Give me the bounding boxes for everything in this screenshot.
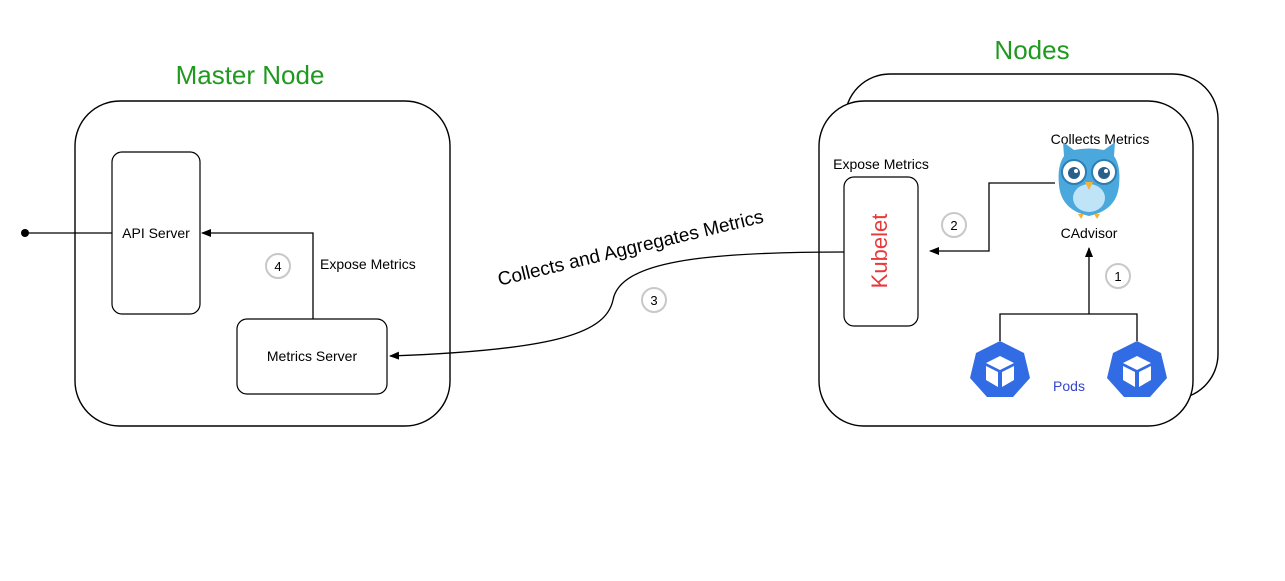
step-2-badge: 2 bbox=[941, 212, 967, 238]
step-2-number: 2 bbox=[950, 218, 957, 233]
step-1-badge: 1 bbox=[1105, 263, 1131, 289]
metrics-server-box[interactable] bbox=[236, 318, 388, 395]
api-server-box[interactable] bbox=[111, 151, 201, 315]
master-expose-metrics-label: Expose Metrics bbox=[320, 256, 416, 272]
pods-label: Pods bbox=[1053, 378, 1085, 394]
kubelet-to-metrics-server-arrow bbox=[389, 251, 845, 360]
pod-icon-left[interactable] bbox=[970, 341, 1030, 397]
step-4-number: 4 bbox=[274, 259, 281, 274]
metrics-server-label: Metrics Server bbox=[267, 348, 358, 364]
cadvisor-owl-icon bbox=[1058, 142, 1120, 219]
metrics-to-api-arrow bbox=[201, 229, 314, 319]
pods-bus-line bbox=[999, 313, 1138, 341]
kubelet-label: Kubelet bbox=[867, 214, 892, 289]
cadvisor-to-kubelet-arrow bbox=[929, 182, 1055, 255]
nodes-title: Nodes bbox=[994, 35, 1069, 65]
pod-icon-right[interactable] bbox=[1107, 341, 1167, 397]
step-3-badge: 3 bbox=[641, 287, 667, 313]
api-server-label: API Server bbox=[122, 225, 190, 241]
collects-metrics-label: Collects Metrics bbox=[1051, 131, 1150, 147]
node-expose-metrics-label: Expose Metrics bbox=[833, 156, 929, 172]
cadvisor-label: CAdvisor bbox=[1061, 225, 1118, 241]
step-1-number: 1 bbox=[1114, 269, 1121, 284]
master-node-title: Master Node bbox=[176, 60, 325, 90]
step-4-badge: 4 bbox=[265, 253, 291, 279]
step-3-number: 3 bbox=[650, 293, 657, 308]
